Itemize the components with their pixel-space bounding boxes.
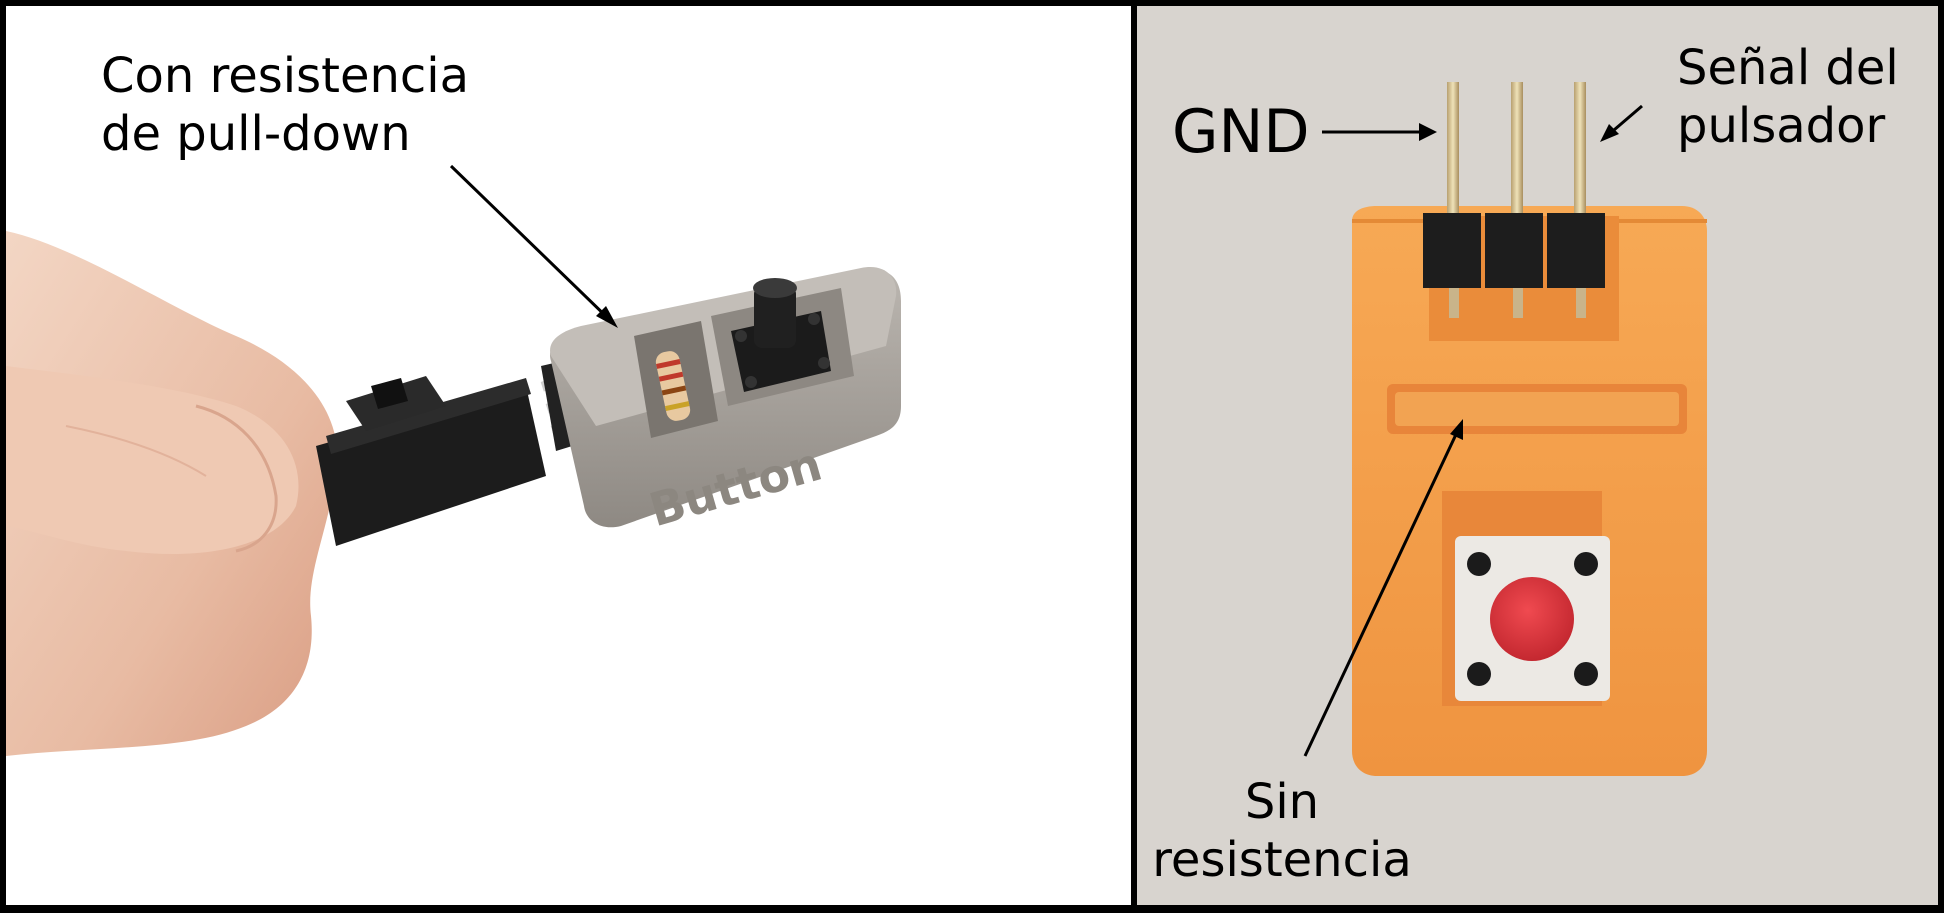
- pulldown-arrow: [449, 164, 618, 328]
- hand: [6, 231, 338, 756]
- signal-label: Señal del pulsador: [1677, 40, 1899, 155]
- signal-label-line2: pulsador: [1677, 97, 1886, 154]
- pulldown-annotation-line1: Con resistencia: [101, 48, 470, 104]
- left-photo-panel: Button Con resistencia de pull-down: [6, 6, 1131, 905]
- pulldown-annotation: Con resistencia de pull-down: [101, 48, 469, 163]
- right-photo-panel: GND Señal del pulsador Sin resistencia: [1137, 6, 1938, 905]
- pulldown-annotation-line2: de pull-down: [101, 105, 411, 162]
- right-photo: [1303, 82, 1707, 776]
- tactile-switch-red: [1455, 536, 1610, 701]
- signal-label-line1: Señal del: [1677, 40, 1899, 96]
- signal-arrow: [1600, 104, 1643, 142]
- pin-header: [1423, 82, 1605, 318]
- gnd-label: GND: [1172, 97, 1310, 167]
- gnd-arrow: [1322, 123, 1437, 141]
- no-resistor-label-line2: resistencia: [1152, 831, 1412, 888]
- no-resistor-label: Sin resistencia: [1137, 774, 1427, 889]
- no-resistor-label-line1: Sin: [1244, 774, 1320, 830]
- left-photo: Button: [6, 164, 901, 756]
- no-resistor-arrow: [1303, 419, 1463, 757]
- gray-button-module: Button: [550, 267, 901, 537]
- resistor: [655, 351, 691, 421]
- tactile-switch: [731, 278, 831, 392]
